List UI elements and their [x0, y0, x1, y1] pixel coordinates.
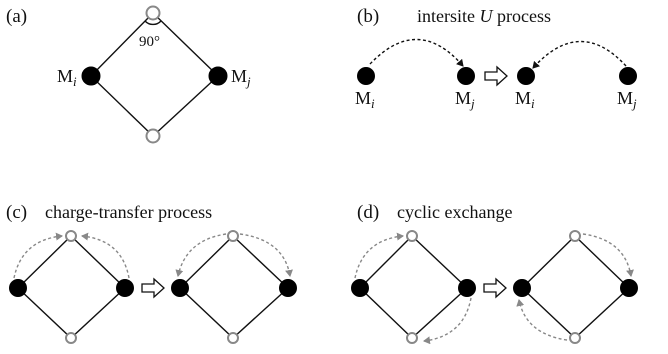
d-right-ligand-top: [569, 230, 581, 242]
d-left-metal-i: [351, 279, 369, 297]
panel-a-square: [90, 12, 220, 137]
c-right-metal-i: [171, 279, 189, 297]
d-right-square: [520, 235, 631, 339]
d-right-arrow-1: [582, 233, 634, 277]
c-right-ligand-top: [227, 230, 239, 242]
c-right-metal-j: [279, 279, 297, 297]
b-label-2: Mj: [455, 88, 475, 111]
d-right-metal-j: [620, 279, 638, 297]
c-right-ligand-bottom: [227, 332, 239, 344]
ligand-bottom: [145, 128, 161, 144]
metal-i-label: Mi: [57, 66, 77, 89]
panel-c-title: charge-transfer process: [45, 202, 212, 222]
d-transform-arrow: [483, 277, 507, 299]
b-label-3: Mi: [515, 88, 535, 111]
d-left-square: [359, 235, 469, 339]
b-metal-4: [619, 67, 637, 85]
panel-b-tag: (b): [357, 6, 379, 27]
b-metal-3: [517, 67, 535, 85]
b-label-1: Mi: [355, 88, 375, 111]
panel-d-tag: (d): [357, 202, 379, 223]
panel-d-title: cyclic exchange: [397, 202, 512, 222]
c-right-arrow-1: [175, 233, 227, 277]
d-right-arrow-2: [516, 299, 568, 341]
hop-arrow-right: [369, 38, 464, 67]
panel-a: (a) 90° Mi Mj: [6, 5, 251, 144]
d-left-ligand-top: [406, 230, 418, 242]
c-left-square: [16, 235, 127, 339]
b-label-4: Mj: [617, 88, 637, 111]
ligand-top: [145, 5, 161, 21]
panel-c: (c) charge-transfer process: [6, 202, 297, 344]
b-metal-1: [357, 67, 375, 85]
d-left-arrow-1: [354, 232, 404, 279]
metal-j: [208, 66, 228, 86]
d-left-arrow-2: [423, 297, 472, 345]
hop-arrow-left: [532, 40, 627, 69]
metal-i: [81, 66, 101, 86]
panel-b-title: intersite U process: [417, 6, 551, 26]
b-metal-2: [457, 67, 475, 85]
c-left-metal-i: [9, 279, 27, 297]
d-left-metal-j: [458, 279, 476, 297]
panel-a-tag: (a): [6, 6, 27, 27]
d-right-ligand-bottom: [569, 332, 581, 344]
c-transform-arrow: [141, 277, 165, 299]
c-left-ligand-bottom: [65, 332, 77, 344]
panel-b: (b) intersite U process Mi Mj Mi Mj: [355, 6, 637, 111]
panel-d: (d) cyclic exchange: [351, 202, 638, 345]
c-left-metal-j: [116, 279, 134, 297]
c-right-square: [178, 235, 290, 339]
c-left-arrow-2: [81, 232, 130, 279]
right-angle-arc: [144, 20, 162, 26]
angle-label: 90°: [139, 34, 160, 50]
b-transform-arrow: [484, 65, 508, 87]
d-left-ligand-bottom: [406, 332, 418, 344]
c-left-arrow-1: [13, 232, 63, 279]
d-right-metal-i: [513, 279, 531, 297]
c-left-ligand-top: [65, 230, 77, 242]
c-right-arrow-2: [239, 233, 293, 277]
panel-c-tag: (c): [6, 202, 27, 223]
metal-j-label: Mj: [231, 66, 251, 89]
